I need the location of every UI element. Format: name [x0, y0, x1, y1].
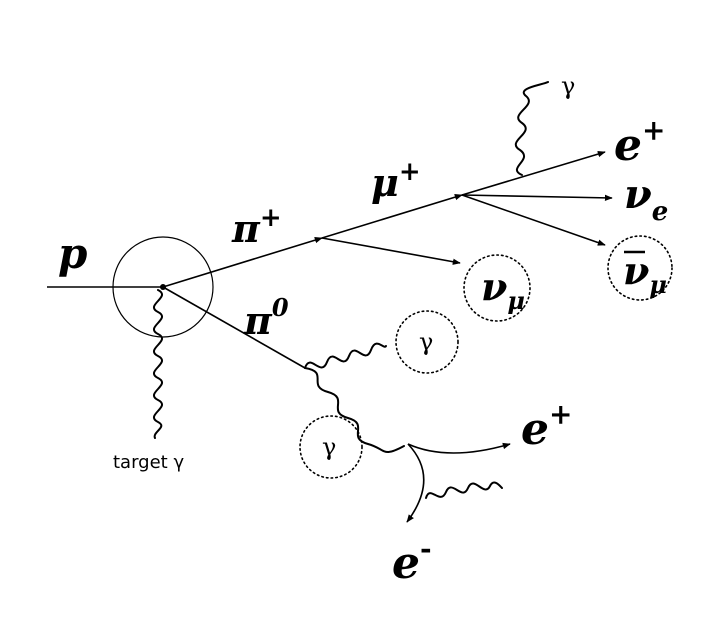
pair-electron-line [406, 443, 425, 523]
pair-photon-wave [425, 481, 503, 499]
muon-line [321, 194, 463, 239]
muon-neutrino-label: νμ [481, 264, 525, 315]
muon-neutrino-circle [463, 254, 531, 322]
photon-2-circle [299, 415, 363, 479]
electron-neutrino-label: νe [624, 171, 668, 227]
pair-electron-label: e- [392, 532, 432, 589]
pair-positron-label: e+ [521, 398, 572, 455]
pion-zero-label: π0 [243, 293, 289, 343]
pion-plus-label: π+ [231, 203, 282, 251]
muon-label: μ+ [371, 157, 421, 205]
proton-label: p [58, 229, 87, 278]
decay-photon-label: γ [561, 72, 575, 100]
photon-2-wave [304, 367, 405, 453]
decay-photon-wave [514, 81, 549, 176]
target-photon-wave [153, 289, 163, 439]
pion-zero-line [162, 286, 306, 369]
positron-line [461, 151, 606, 196]
electron-neutrino-line [461, 194, 613, 202]
muon-antineutrino-circle [607, 235, 673, 301]
photon-1-circle [395, 310, 459, 374]
muon-antineutrino-label: νμ [623, 248, 667, 299]
target-label: target γ [113, 452, 184, 473]
pion-plus-line [162, 237, 323, 288]
muon-antineutrino-line [461, 194, 606, 246]
photon-1-wave [304, 342, 387, 369]
positron-label: e+ [614, 114, 665, 171]
photon-2-label: γ [322, 433, 336, 461]
muon-neutrino-line [321, 237, 461, 265]
photon-1-label: γ [419, 328, 433, 356]
pair-positron-line [407, 442, 511, 454]
